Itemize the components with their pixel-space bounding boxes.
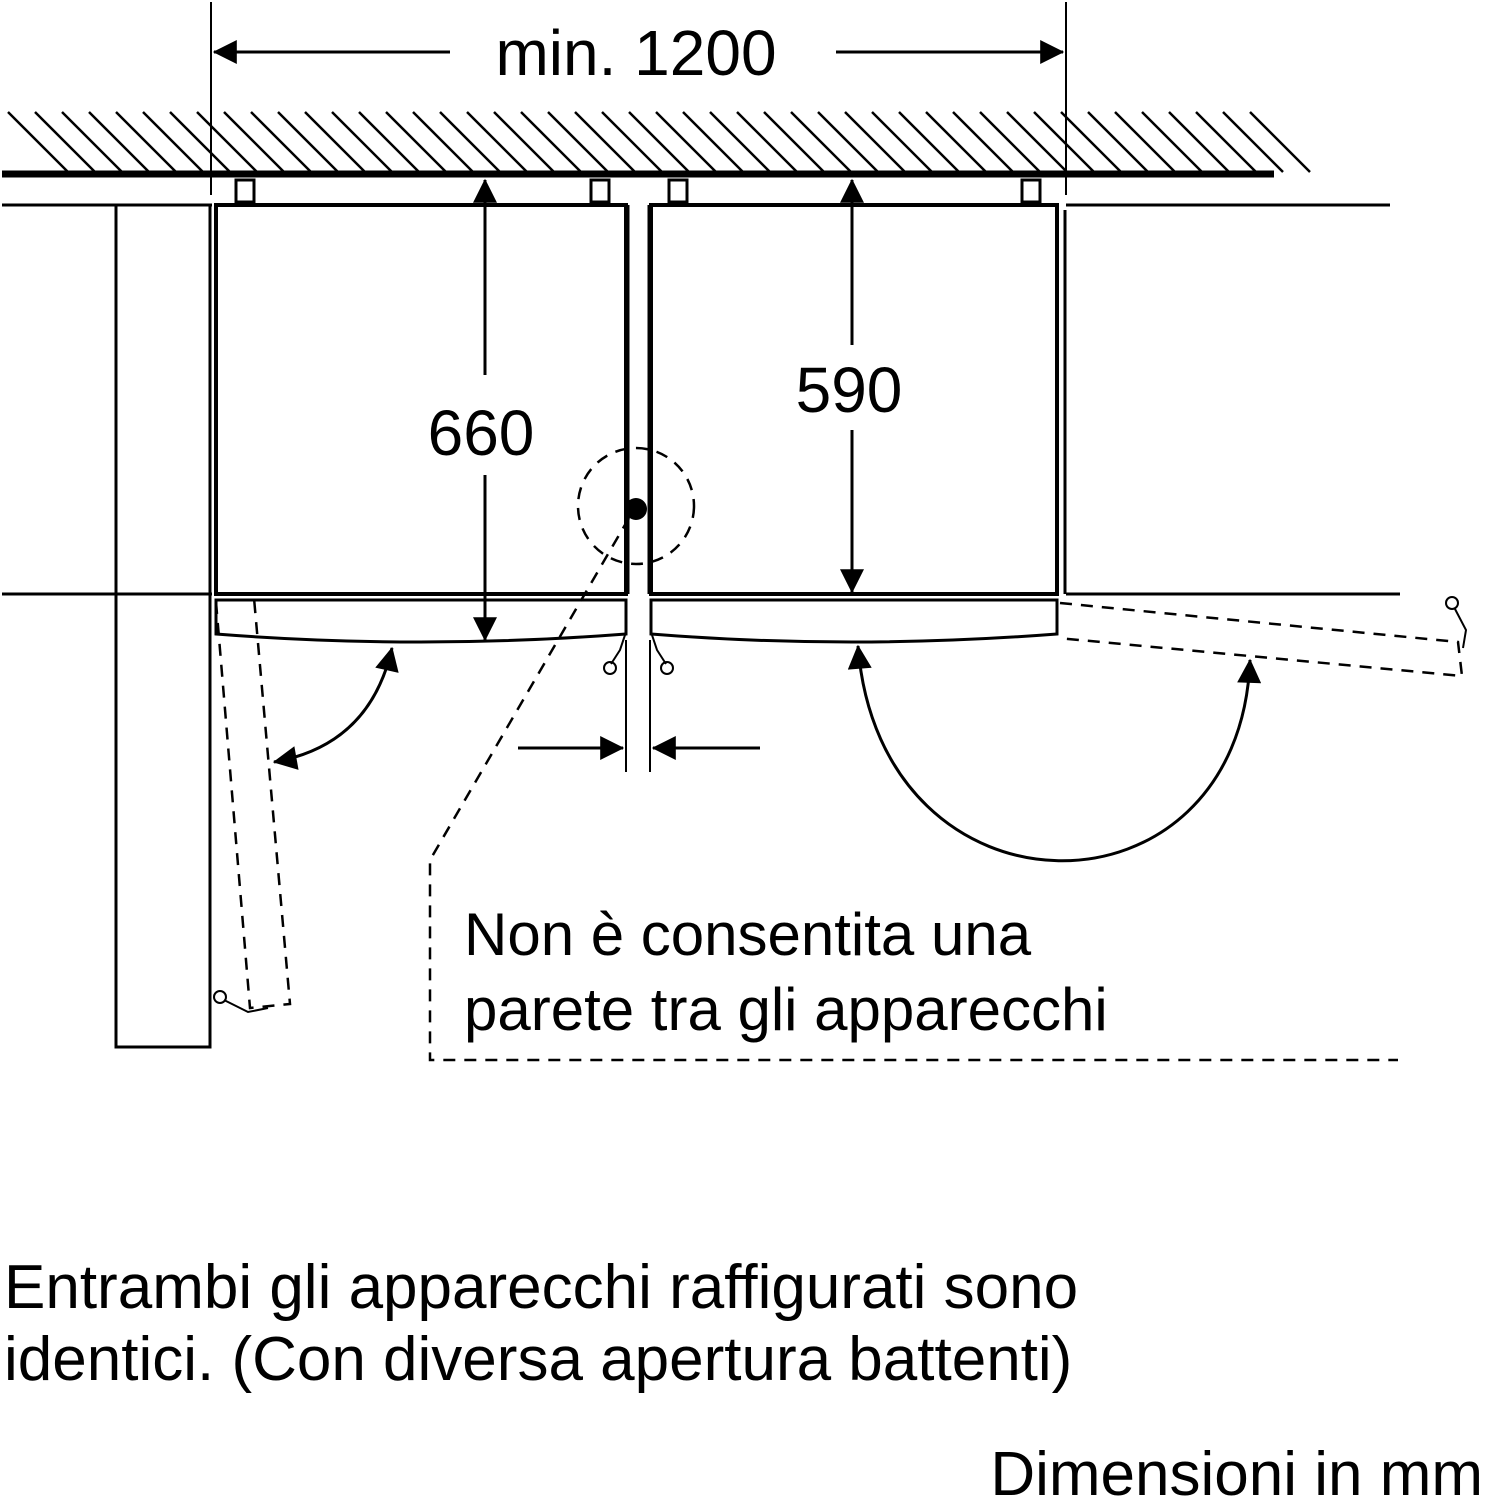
detail-leader (428, 517, 1398, 1062)
hatch-line (763, 111, 825, 173)
hatch-line (331, 111, 393, 173)
hatch-line (61, 111, 123, 173)
hatch-line (655, 111, 717, 173)
hatch-line (601, 111, 663, 173)
hatch-line (871, 111, 933, 173)
wall-note-line2: parete tra gli apparecchi (464, 976, 1108, 1043)
depth-660-label: 660 (428, 397, 535, 469)
spacer (234, 178, 256, 204)
hatch-line (628, 111, 690, 173)
hatch-line (1168, 111, 1230, 173)
handle-knob (660, 661, 674, 675)
hatch-line (1249, 111, 1311, 173)
hatch-line (736, 111, 798, 173)
caption-line1: Entrambi gli apparecchi raffigurati sono (4, 1253, 1078, 1322)
swing-arc-right (847, 644, 1262, 863)
caption-line2: identici. (Con diversa apertura battenti… (4, 1325, 1072, 1394)
hatch-line (817, 111, 879, 173)
handle-left (610, 631, 627, 665)
door-right-closed (649, 598, 1059, 644)
hatch-line (574, 111, 636, 173)
swing-arc-left (272, 646, 399, 770)
handle-left-open (223, 999, 269, 1014)
hatch-line (1087, 111, 1149, 173)
hatch-line (250, 111, 312, 173)
hatch-line (169, 111, 231, 173)
door-left-open (214, 597, 292, 1010)
door-right-open (1057, 601, 1464, 678)
hatch-line (439, 111, 501, 173)
hatch-line (1195, 111, 1257, 173)
spacer (589, 178, 611, 204)
hatch-line (34, 111, 96, 173)
hatch-line (844, 111, 906, 173)
units-label: Dimensioni in mm (990, 1440, 1483, 1500)
detail-circle (576, 446, 696, 566)
appliance-left (214, 203, 628, 596)
hatch-line (709, 111, 771, 173)
hatch-line (547, 111, 609, 173)
spacer (1020, 178, 1042, 204)
hatch-line (223, 111, 285, 173)
hatch-line (979, 111, 1041, 173)
wall-note-line1: Non è consentita una (464, 901, 1032, 968)
hatch-line (142, 111, 204, 173)
hatch-line (520, 111, 582, 173)
hatch-line (304, 111, 366, 173)
handle-right (650, 631, 667, 665)
hatch-line (790, 111, 852, 173)
depth-590-label: 590 (796, 354, 903, 426)
hatch-line (952, 111, 1014, 173)
hatch-line (277, 111, 339, 173)
hatch-line (358, 111, 420, 173)
handle-right-open (1454, 608, 1468, 649)
hatch-line (88, 111, 150, 173)
hatch-line (1141, 111, 1203, 173)
hatch-line (1114, 111, 1176, 173)
hatch-line (1006, 111, 1068, 173)
hatch-line (493, 111, 555, 173)
width-dimension-label: min. 1200 (495, 17, 776, 89)
detail-point (625, 498, 647, 520)
hatch-line (115, 111, 177, 173)
hatch-line (1033, 111, 1095, 173)
hatch-line (412, 111, 474, 173)
handle-knob (603, 661, 617, 675)
back-wall-hatch (7, 111, 1311, 173)
hatch-line (7, 111, 69, 173)
hatch-line (682, 111, 744, 173)
handle-knob (1445, 596, 1459, 610)
hatch-line (196, 111, 258, 173)
appliance-right (649, 203, 1059, 596)
hatch-line (1060, 111, 1122, 173)
hatch-line (1222, 111, 1284, 173)
spacer (667, 178, 689, 204)
door-left-closed (214, 598, 628, 644)
hatch-line (466, 111, 528, 173)
hatch-line (898, 111, 960, 173)
side-panel-left (114, 203, 212, 1049)
handle-knob (213, 990, 227, 1004)
hatch-line (385, 111, 447, 173)
hatch-line (925, 111, 987, 173)
